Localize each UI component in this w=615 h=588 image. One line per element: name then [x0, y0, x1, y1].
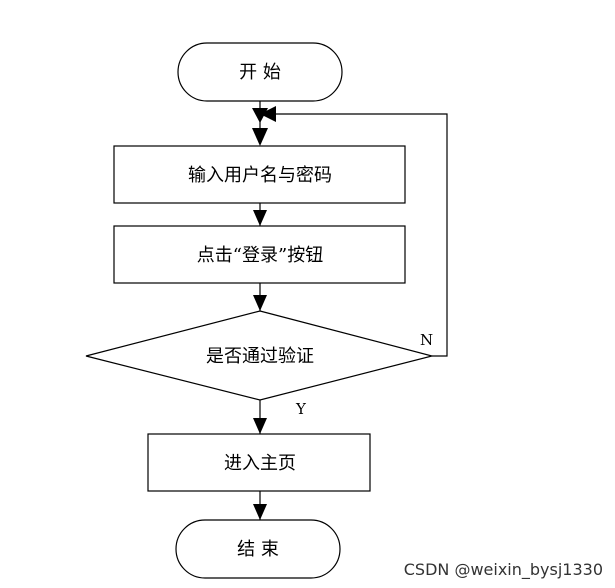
connector-no-loop: [262, 113, 448, 357]
arrowhead-step1: [252, 128, 268, 146]
step-input-credentials-label: 输入用户名与密码: [188, 165, 332, 186]
end-terminator: [175, 519, 341, 579]
step-click-login: [113, 225, 406, 284]
end-label: 结 束: [237, 539, 279, 560]
start-label: 开 始: [239, 62, 281, 83]
yes-label: Y: [295, 400, 307, 418]
arrowhead-merge: [252, 108, 268, 123]
step-input-credentials: [113, 145, 406, 204]
arrowhead-step2: [253, 210, 267, 226]
arrowhead-end: [253, 504, 267, 520]
watermark: CSDN @weixin_bysj1330: [404, 560, 603, 580]
arrowhead-loop: [260, 106, 276, 122]
step-click-login-label: 点击“登录”按钮: [197, 245, 323, 266]
step-enter-home-label: 进入主页: [224, 453, 296, 474]
no-label: N: [420, 331, 433, 349]
decision-label: 是否通过验证: [206, 346, 314, 367]
arrowhead-home: [253, 418, 267, 434]
arrowhead-decision: [253, 295, 267, 311]
step-enter-home: [147, 433, 371, 492]
